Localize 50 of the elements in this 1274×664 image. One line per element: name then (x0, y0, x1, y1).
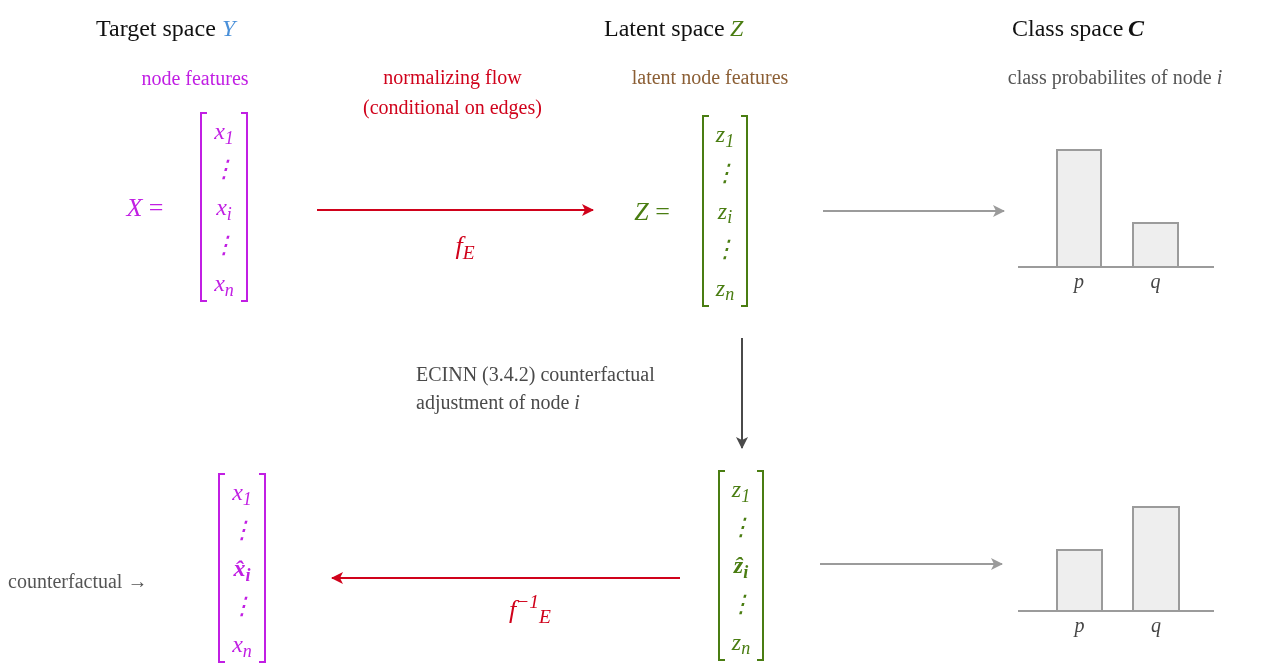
vector-entry: x̂$_{i}$ (233, 556, 251, 580)
axis-label: p (1074, 269, 1084, 293)
vector-entry: x$_{n}$ (214, 271, 234, 295)
vector-entry: z$_{i}$ (717, 199, 733, 223)
vector-entry: z$_{1}$ (731, 477, 751, 502)
axis-label: q (1151, 613, 1161, 637)
node-caption: Z = (634, 197, 670, 226)
heading-text: normalizing flow (conditional on edges) (362, 65, 543, 121)
vector-entry: z$_{n}$ (731, 629, 751, 654)
heading-text: C (1128, 14, 1144, 43)
vector-entry: ⋮ (713, 160, 737, 185)
heading-text: Class space (1012, 14, 1124, 43)
node-caption: class probabilites of node i (1007, 66, 1223, 88)
vector-entry: ⋮ (212, 233, 236, 257)
vector-entry: ⋮ (212, 157, 236, 181)
vector-entry: z$_{1}$ (715, 122, 735, 147)
arrow (819, 558, 1003, 570)
arrow (736, 337, 748, 449)
edge-label: f$_{E}$ (454, 230, 476, 265)
node-caption: node features (141, 67, 249, 89)
column-vector (718, 470, 764, 661)
arrow (316, 204, 594, 216)
arrow (822, 205, 1005, 217)
bar-chart (1018, 148, 1216, 293)
column-vector (702, 115, 748, 307)
vector-entry: x$_{i}$ (216, 195, 232, 219)
heading-text: Latent space (604, 14, 725, 43)
heading-text: Z (730, 14, 744, 43)
heading-text: Target space (96, 14, 216, 43)
vector-entry: ⋮ (230, 518, 254, 542)
vector-entry: ⋮ (729, 591, 753, 616)
vector-entry: x$_{n}$ (232, 632, 252, 656)
column-vector (200, 112, 248, 302)
node-caption: X = (126, 193, 164, 222)
vector-entry: ⋮ (230, 594, 254, 618)
vector-entry: ⋮ (713, 237, 737, 262)
vector-entry: x$_{1}$ (214, 119, 234, 143)
node-caption: counterfactual → (8, 570, 148, 592)
edge-label: ECINN (3.4.2) counterfactual adjustment of node i (416, 362, 656, 416)
heading-text: Y (222, 14, 236, 43)
vector-entry: ⋮ (729, 515, 753, 540)
arrow (331, 572, 681, 584)
bar-chart (1018, 503, 1216, 638)
vector-entry: z$_{n}$ (715, 275, 735, 300)
vector-entry: ẑ$_{i}$ (733, 553, 749, 578)
node-caption: latent node features (631, 66, 789, 88)
axis-label: p (1074, 613, 1085, 637)
column-vector (218, 473, 266, 663)
vector-entry: x$_{1}$ (232, 480, 252, 504)
axis-label: q (1150, 269, 1161, 293)
